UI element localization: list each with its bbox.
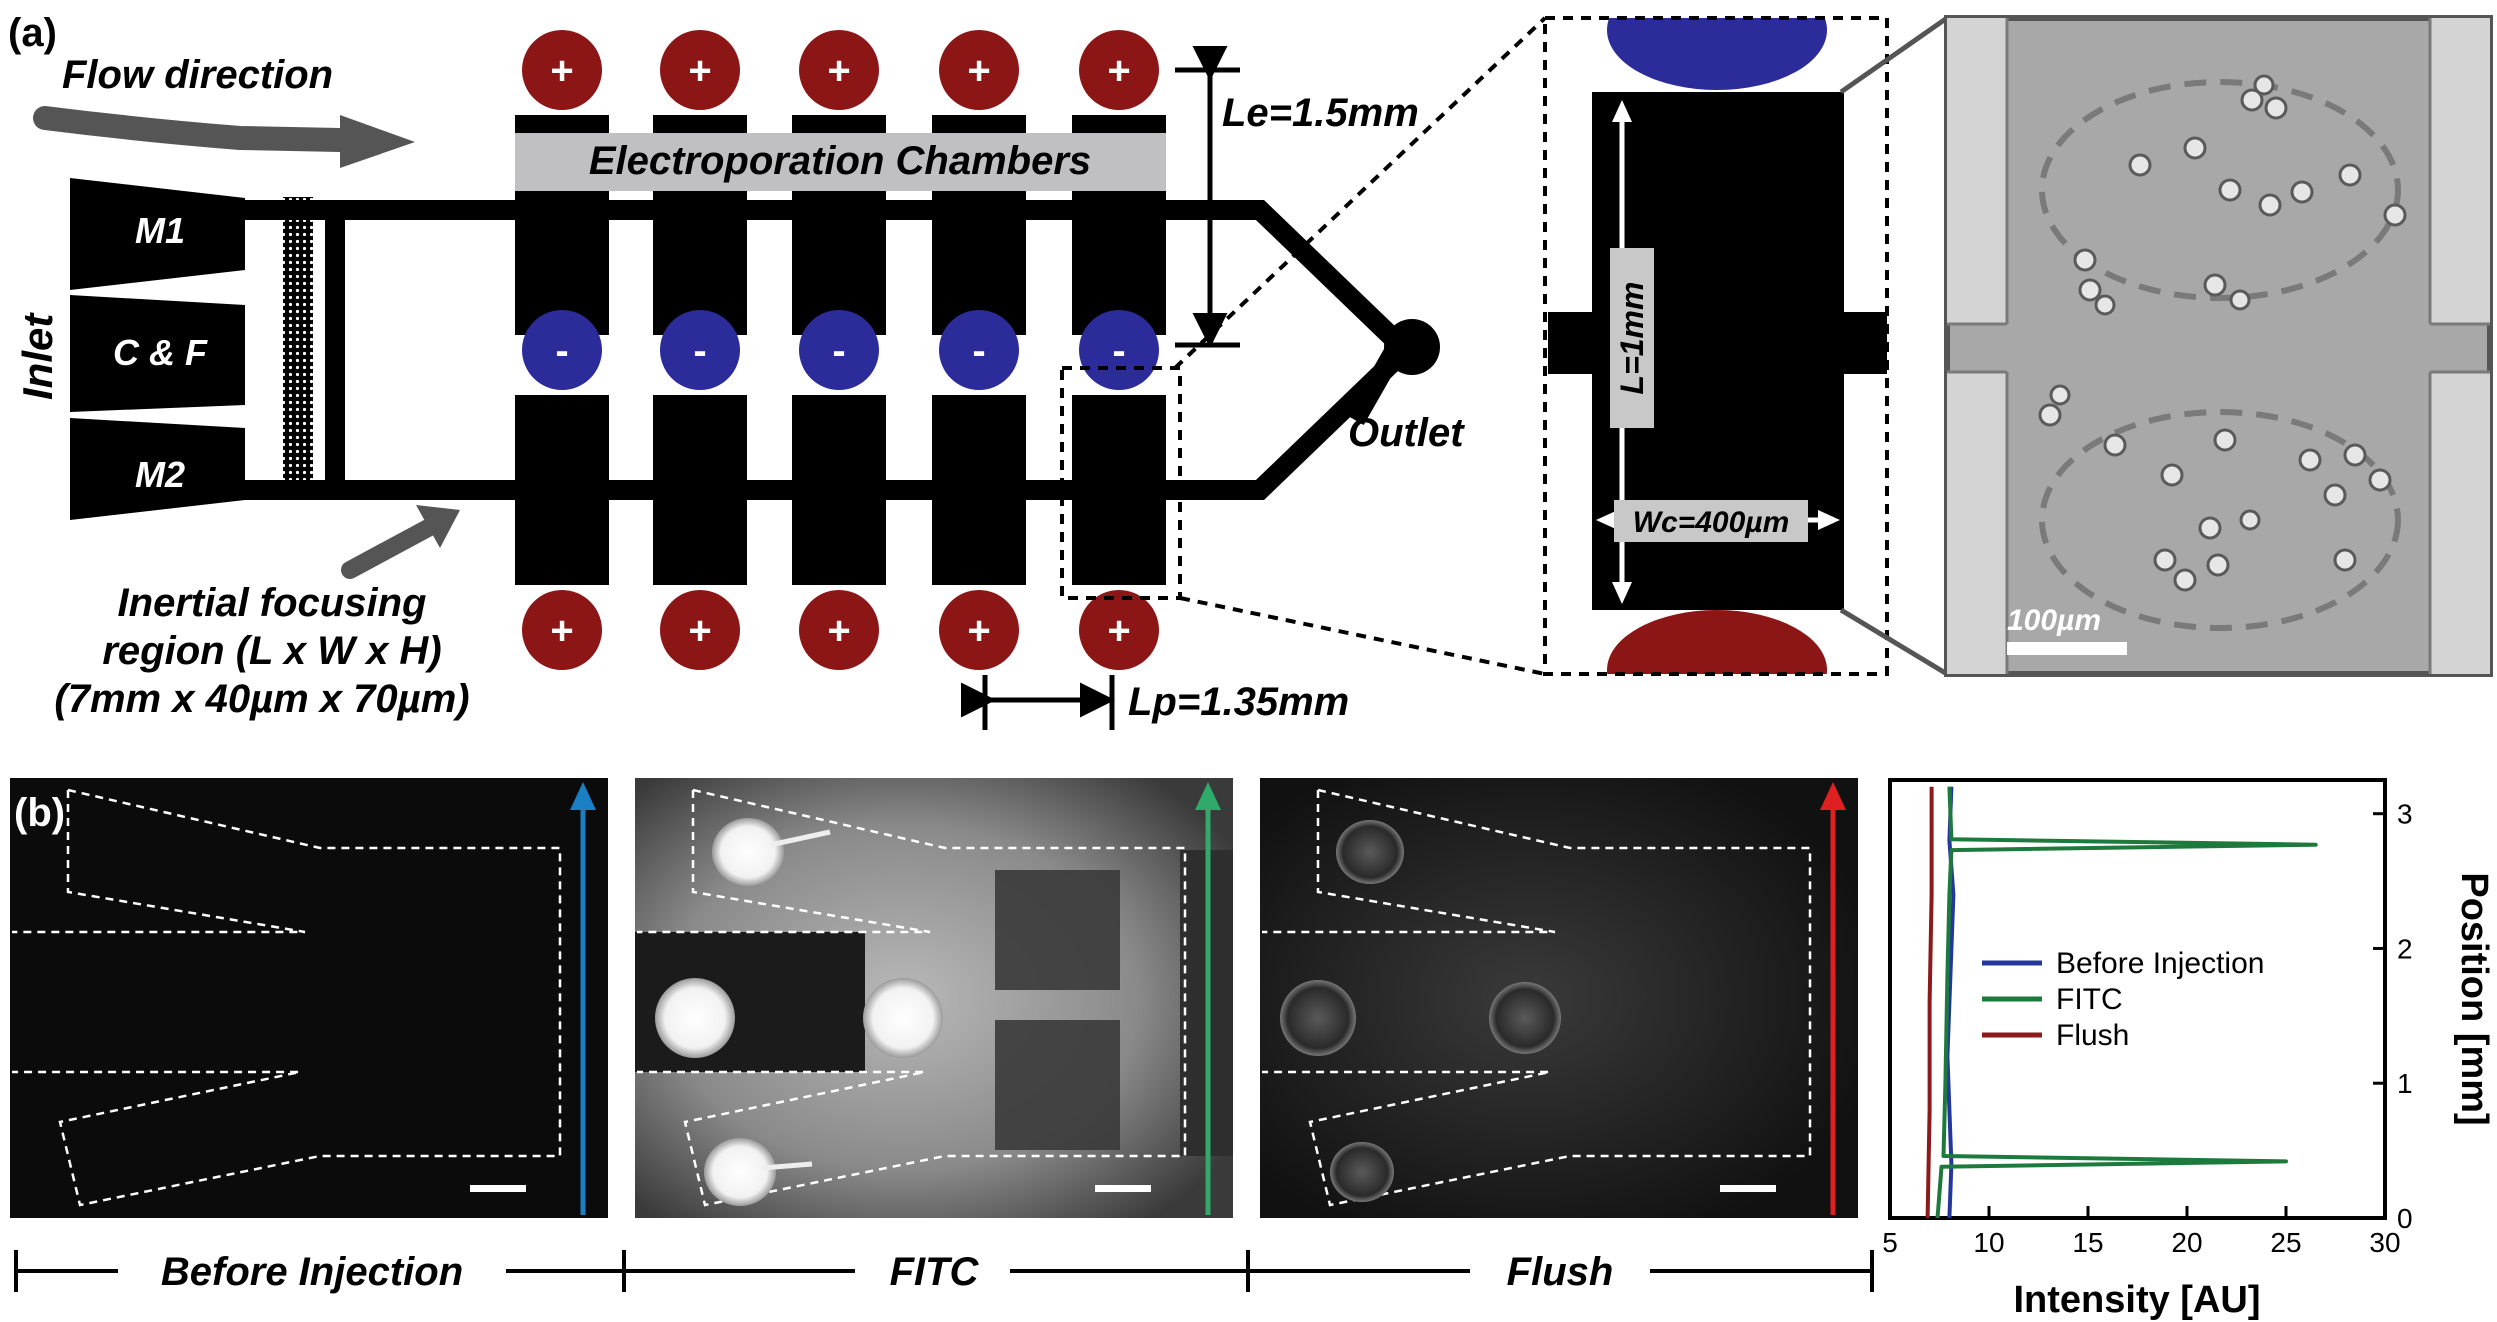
section-brackets (14, 1250, 1874, 1292)
section-label-flush: Flush (1507, 1250, 1614, 1294)
lp-dimension (961, 675, 1115, 730)
image-before-injection (10, 778, 608, 1218)
plus-sign: + (688, 49, 711, 93)
panel-b-label: (b) (14, 791, 65, 835)
legend-label: Before Injection (2056, 947, 2264, 980)
micrograph (1944, 15, 2493, 677)
panel-a-label: (a) (8, 11, 57, 55)
outlet-label: Outlet (1348, 411, 1465, 455)
chart-frame (1888, 778, 2387, 1220)
le-dimension (1175, 46, 1240, 348)
inlet-m2 (70, 418, 245, 520)
zoom-line-top (1173, 16, 1547, 370)
x-tick-label: 20 (2171, 1227, 2202, 1258)
zoom-selection-box (1060, 366, 1182, 600)
image-flush (1260, 778, 1858, 1218)
chart-lines (1925, 786, 2318, 1219)
inlet-label: Inlet (14, 312, 61, 400)
x-tick-label: 15 (2072, 1227, 2103, 1258)
minus-sign: - (832, 329, 845, 373)
intensity-chart: 5 10 15 20 25 300 1 2 3 Before InjectionFITCFlus… (1882, 778, 2495, 1321)
zoom-inset (1543, 16, 1889, 676)
section-label-fitc: FITC (890, 1250, 980, 1294)
zoom-wc-label: Wc=400µm (1633, 506, 1790, 539)
focusing-arrow (341, 519, 437, 579)
legend-label: Flush (2056, 1019, 2129, 1052)
chart-ylabel: Position [mm] (2453, 872, 2495, 1125)
plus-sign: + (1107, 49, 1130, 93)
x-tick-label: 30 (2369, 1227, 2400, 1258)
micrograph-connector-bottom (1839, 607, 1949, 677)
minus-sign: - (972, 329, 985, 373)
plus-sign: + (827, 49, 850, 93)
series-line (1925, 786, 1934, 1219)
minus-sign: - (693, 329, 706, 373)
focusing-arrow-head (416, 505, 460, 548)
inlet-m2-label: M2 (135, 454, 185, 495)
zoom-l-label: L=1mm (1614, 282, 1650, 395)
chart-ticks: 5 10 15 20 25 300 1 2 3 (1882, 799, 2412, 1258)
electrodes-bottom (522, 590, 1159, 670)
plus-sign: + (550, 609, 573, 653)
section-label-before-injection: Before Injection (161, 1250, 463, 1294)
image-fitc (635, 778, 1233, 1218)
focusing-line-1: Inertial focusing (118, 581, 427, 625)
x-tick-label: 5 (1882, 1227, 1898, 1258)
micrograph-connector-top (1839, 15, 1949, 95)
legend-label: FITC (2056, 983, 2123, 1016)
plus-sign: + (827, 609, 850, 653)
chart-xlabel: Intensity [AU] (2014, 1279, 2261, 1321)
flow-direction-arrow (33, 106, 352, 152)
outlet-node (1384, 319, 1440, 375)
y-tick-label: 3 (2397, 799, 2413, 830)
inlet-cf (70, 295, 245, 412)
inlet-m1-label: M1 (135, 210, 185, 251)
inlet-m1 (70, 178, 245, 290)
flow-direction-label: Flow direction (62, 53, 333, 97)
plus-sign: + (550, 49, 573, 93)
plus-sign: + (967, 49, 990, 93)
plus-sign: + (1107, 609, 1130, 653)
y-tick-label: 1 (2397, 1068, 2413, 1099)
flow-arrow-head (340, 115, 415, 168)
focusing-line-3: (7mm x 40µm x 70µm) (54, 677, 469, 721)
plus-sign: + (967, 609, 990, 653)
electrodes-top (522, 30, 1159, 110)
x-tick-label: 25 (2270, 1227, 2301, 1258)
series-line (1935, 786, 2318, 1219)
minus-sign: - (555, 329, 568, 373)
x-tick-label: 10 (1973, 1227, 2004, 1258)
inlet-cf-label: C & F (113, 332, 208, 373)
chambers-label: Electroporation Chambers (589, 139, 1091, 183)
minus-sign: - (1112, 329, 1125, 373)
lp-label: Lp=1.35mm (1128, 680, 1349, 724)
y-tick-label: 0 (2397, 1203, 2413, 1234)
zoom-line-bottom (1179, 596, 1546, 676)
focusing-line-2: region (L x W x H) (102, 629, 441, 673)
le-label: Le=1.5mm (1222, 91, 1419, 135)
y-tick-label: 2 (2397, 933, 2413, 964)
filter-strip (283, 197, 313, 500)
plus-sign: + (688, 609, 711, 653)
chamber-band (515, 133, 1166, 191)
scale-bar-label: 100µm (2007, 604, 2101, 637)
